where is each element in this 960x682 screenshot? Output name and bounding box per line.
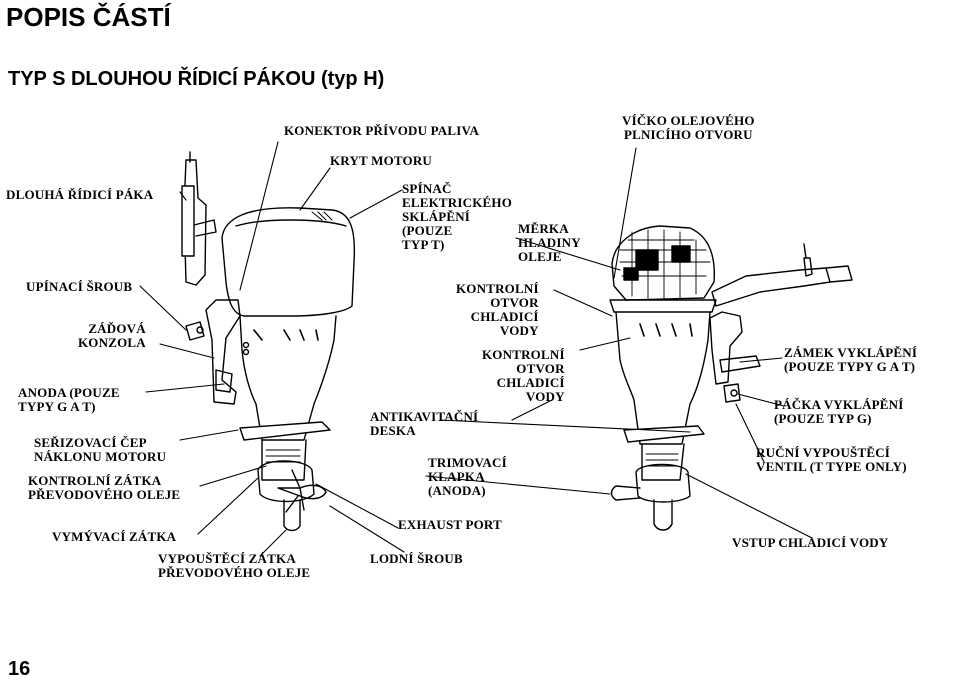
label-exhaust-port: EXHAUST PORT (398, 517, 502, 532)
label-propeller: LODNÍ ŠROUB (370, 551, 463, 566)
left-outboard-motor (181, 151, 356, 532)
label-tilt-lever: PÁČKA VYKLÁPĚNÍ (POUZE TYP G) (774, 397, 904, 426)
label-tilt-lock: ZÁMEK VYKLÁPĚNÍ (POUZE TYPY G A T) (784, 345, 918, 374)
label-cooling-check-2: KONTROLNÍ OTVOR CHLADICÍ VODY (482, 347, 565, 404)
right-outboard-motor (609, 225, 853, 531)
label-stern-bracket: ZÁĎOVÁ KONZOLA (78, 321, 146, 350)
label-water-intake: VSTUP CHLADICÍ VODY (732, 535, 889, 550)
label-oil-filler-cap: VÍČKO OLEJOVÉHO PLNICÍHO OTVORU (622, 113, 755, 142)
label-flush-plug: VYMÝVACÍ ZÁTKA (52, 529, 177, 544)
label-engine-cover: KRYT MOTORU (330, 153, 433, 168)
label-anti-cavitation-plate: ANTIKAVITAČNÍ DESKA (370, 409, 479, 438)
page-subtitle: TYP S DLOUHOU ŘÍDICÍ PÁKOU (typ H) (8, 68, 385, 90)
label-fuel-connector: KONEKTOR PŘÍVODU PALIVA (284, 123, 480, 138)
page-number: 16 (8, 658, 31, 680)
label-manual-relief-valve: RUČNÍ VYPOUŠTĚCÍ VENTIL (T TYPE ONLY) (756, 445, 907, 474)
label-anode: ANODA (POUZE TYPY G A T) (18, 385, 120, 414)
label-oil-dipstick: MĚRKA HLADINY OLEJE (518, 221, 581, 264)
label-tilt-switch: SPÍNAČ ELEKTRICKÉHO SKLÁPĚNÍ (POUZE TYP … (402, 181, 513, 252)
leader-lines (139, 141, 813, 557)
label-tiller-handle: DLOUHÁ ŘÍDICÍ PÁKA (6, 187, 154, 202)
label-cooling-check-1: KONTROLNÍ OTVOR CHLADICÍ VODY (456, 281, 539, 338)
label-trim-pin: SEŘIZOVACÍ ČEP NÁKLONU MOTORU (34, 435, 167, 464)
label-gear-oil-level-plug: KONTROLNÍ ZÁTKA PŘEVODOVÉHO OLEJE (28, 473, 181, 502)
label-clamp-screw: UPÍNACÍ ŠROUB (26, 279, 133, 294)
label-gear-oil-drain-plug: VYPOUŠTĚCÍ ZÁTKA PŘEVODOVÉHO OLEJE (158, 551, 311, 580)
page-title: POPIS ČÁSTÍ (6, 2, 171, 32)
label-trim-tab: TRIMOVACÍ KLAPKA (ANODA) (428, 455, 507, 498)
